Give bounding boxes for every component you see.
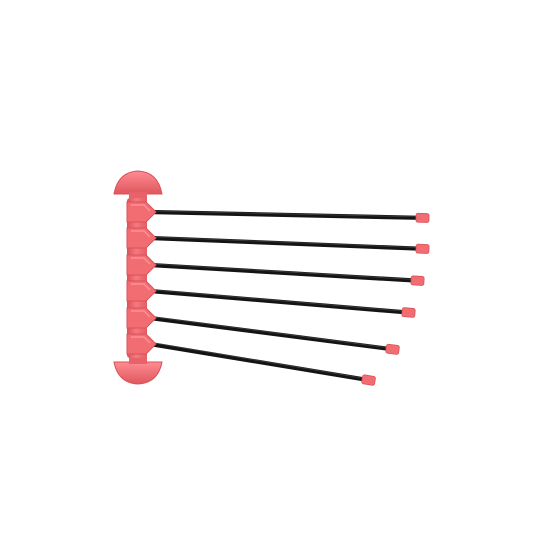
- top-mount-neck: [129, 192, 147, 202]
- swivel-knuckle-4: [126, 280, 157, 302]
- swivel-knuckle-5-shine: [131, 310, 151, 318]
- rack-arm-2: [147, 235, 423, 251]
- swivel-knuckle-4-shine: [131, 283, 151, 291]
- swivel-knuckle-2-shine: [131, 230, 151, 238]
- rack-arm-2-highlight: [153, 236, 417, 248]
- rack-arm-3: [147, 262, 418, 283]
- bottom-mount-neck: [129, 354, 147, 364]
- swivel-knuckle-5: [126, 307, 157, 329]
- swivel-knuckle-1: [126, 201, 157, 223]
- rack-arm-6-highlight: [153, 342, 363, 379]
- swivel-knuckle-3: [126, 254, 157, 276]
- rack-arm-1: [147, 209, 423, 220]
- bottom-mount-cap: [113, 361, 163, 385]
- rack-arm-5-end-cap: [385, 343, 400, 355]
- rack-arm-5: [147, 315, 393, 352]
- rack-arm-5-highlight: [153, 316, 387, 348]
- swivel-knuckle-2: [126, 227, 157, 249]
- rack-arm-1-end-cap: [415, 212, 430, 223]
- wall-bracket: [113, 170, 163, 385]
- rack-arm-2-end-cap: [415, 243, 430, 254]
- swivel-knuckles: [126, 201, 157, 355]
- swivel-knuckle-6: [126, 333, 157, 355]
- swivel-knuckle-1-shine: [131, 204, 151, 212]
- rack-arm-4-end-cap: [401, 307, 416, 318]
- rack-arm-4-highlight: [153, 289, 403, 312]
- swivel-knuckle-3-shine: [131, 257, 151, 265]
- top-mount-cap: [113, 170, 163, 195]
- rack-arm-3-highlight: [153, 263, 412, 280]
- rack-arm-6-end-cap: [361, 374, 376, 386]
- rack-arm-1-highlight: [153, 210, 417, 218]
- towel-rack: [113, 170, 430, 386]
- rack-arm-4: [147, 288, 409, 315]
- rack-arm-3-end-cap: [410, 275, 425, 286]
- rack-arm-6: [147, 341, 369, 382]
- swivel-knuckle-6-shine: [131, 336, 151, 344]
- rack-arms: [147, 209, 430, 386]
